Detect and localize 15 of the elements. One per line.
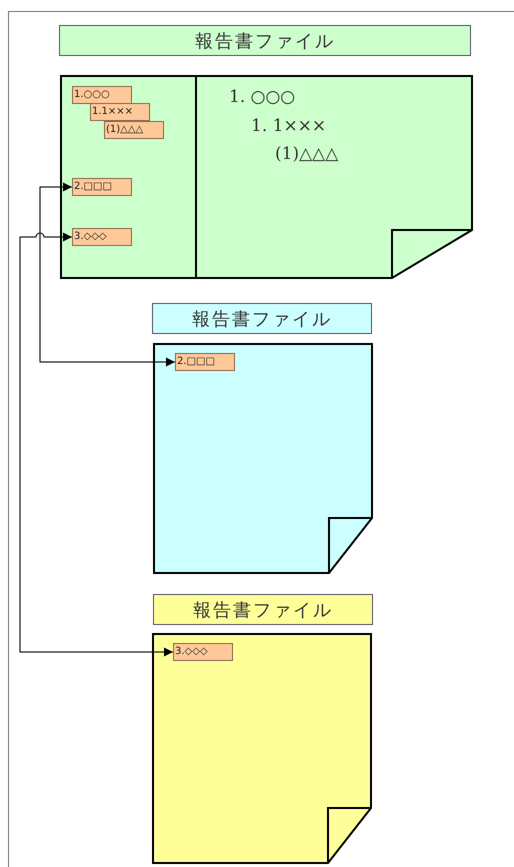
bookmark-tab: 2.□□□ xyxy=(175,353,235,371)
connector-arrow xyxy=(20,232,174,656)
title-banner: 報告書ファイル xyxy=(152,303,372,334)
bookmark-tab: 3.◇◇◇ xyxy=(173,643,233,661)
bookmark-tab: 2.□□□ xyxy=(72,178,132,196)
bookmark-tab: 3.◇◇◇ xyxy=(72,228,132,246)
title-banner: 報告書ファイル xyxy=(153,594,373,625)
bookmark-tab: (1)△△△ xyxy=(104,121,164,139)
title-banner: 報告書ファイル xyxy=(59,25,471,56)
connector-arrow xyxy=(40,182,176,366)
heading-text: 1. ○○○ xyxy=(229,87,296,107)
heading-text: (1)△△△ xyxy=(275,144,338,164)
bookmark-tab: 1.1××× xyxy=(90,103,150,121)
heading-text: 1. 1××× xyxy=(251,116,326,136)
bookmark-tab: 1.○○○ xyxy=(72,86,132,104)
